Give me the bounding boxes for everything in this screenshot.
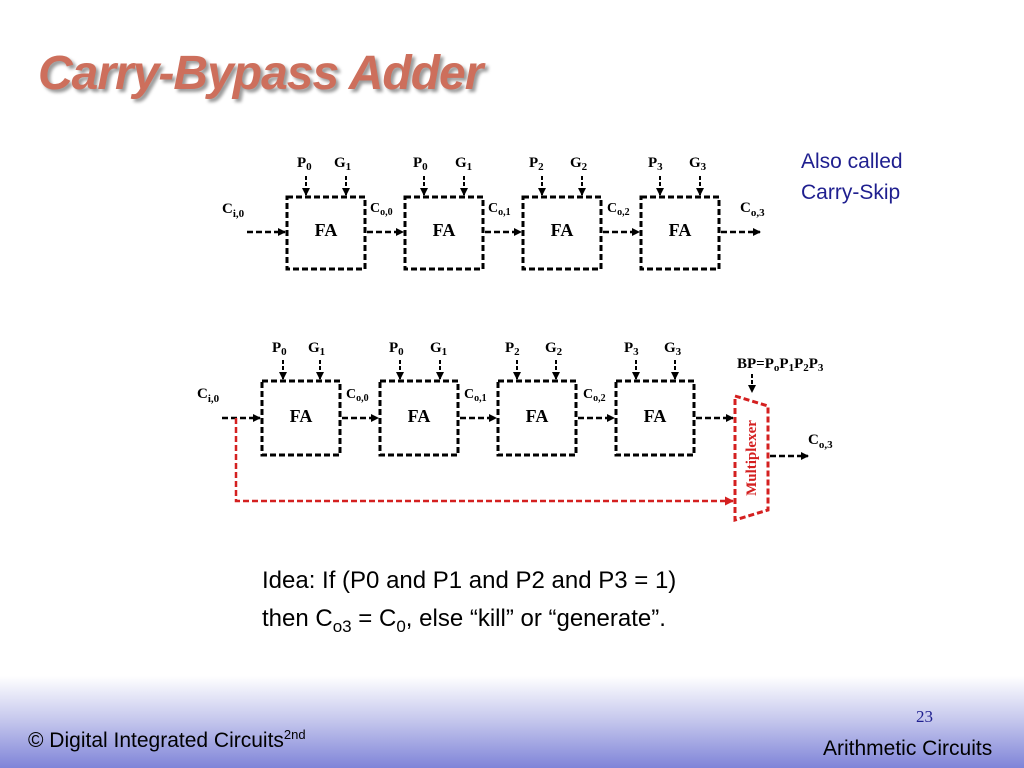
bypass-condition-label: BP=PoP1P2P3 [737, 356, 824, 374]
bottom-carry-label-1: Co,1 [464, 387, 487, 404]
idea-line-2: then Co3 = C0, else “kill” or “generate”… [262, 605, 666, 636]
top-g-label-3: G3 [689, 155, 707, 173]
top-p-label-3: P3 [648, 155, 663, 173]
top-carry-label-0: Co,0 [370, 201, 393, 218]
footer-copyright: © Digital Integrated Circuits2nd [28, 727, 306, 752]
idea-text: Idea: If (P0 and P1 and P2 and P3 = 1) t… [262, 562, 676, 646]
bottom-fa-block-1: FA [378, 379, 460, 457]
multiplexer-label: Multiplexer [744, 420, 760, 496]
top-g-label-1: G1 [455, 155, 472, 173]
bottom-p-label-2: P2 [505, 340, 520, 358]
bottom-g-label-1: G1 [430, 340, 447, 358]
bottom-g-label-2: G2 [545, 340, 563, 358]
top-carry-out-label: Co,3 [740, 200, 765, 219]
top-g-label-2: G2 [570, 155, 588, 173]
fa-label: FA [551, 220, 574, 240]
bottom-carry-arrows [222, 414, 809, 460]
bottom-p-label-1: P0 [389, 340, 404, 358]
bottom-carry-labels: Ci,0 Co,0 Co,1 Co,2 Co,3 [197, 386, 833, 451]
top-fa-block-2: FA [521, 195, 603, 271]
idea-line-1: Idea: If (P0 and P1 and P2 and P3 = 1) [262, 567, 677, 594]
carry-bypass-diagram: FA FA FA FA P0 G1 P0 [197, 155, 833, 523]
bypass-path [234, 418, 734, 506]
fa-label: FA [315, 220, 338, 240]
top-adder-chain: FA FA FA FA P0 G1 P0 [222, 155, 765, 271]
bottom-adder-chain: FA FA FA FA P0 G1 P0 G1 [197, 340, 833, 523]
fa-label: FA [290, 406, 313, 426]
fa-label: FA [669, 220, 692, 240]
bottom-fa-block-2: FA [496, 379, 578, 457]
top-input-arrows [302, 176, 704, 196]
bottom-carry-label-0: Co,0 [346, 387, 369, 404]
side-note-line-1: Also called [801, 150, 903, 173]
multiplexer: Multiplexer [733, 393, 770, 523]
top-carry-labels: Ci,0 Co,0 Co,1 Co,2 Co,3 [222, 200, 765, 220]
side-note-line-2: Carry-Skip [801, 181, 901, 204]
top-input-labels: P0 G1 P0 G1 P2 G2 P3 G3 [297, 155, 707, 173]
fa-label: FA [644, 406, 667, 426]
top-p-label-1: P0 [413, 155, 428, 173]
bottom-carry-in-label: Ci,0 [197, 386, 220, 405]
bottom-input-arrows [279, 360, 679, 380]
page-number: 23 [916, 707, 933, 726]
bottom-fa-block-0: FA [260, 379, 342, 457]
bottom-carry-label-2: Co,2 [583, 387, 606, 404]
bottom-g-label-0: G1 [308, 340, 325, 358]
bottom-input-labels: P0 G1 P0 G1 P2 G2 P3 G3 [272, 340, 682, 358]
top-fa-block-3: FA [639, 195, 721, 271]
top-p-label-2: P2 [529, 155, 544, 173]
bottom-fa-block-3: FA [614, 379, 696, 457]
bottom-p-label-0: P0 [272, 340, 287, 358]
fa-label: FA [408, 406, 431, 426]
footer-band [0, 676, 1024, 768]
footer-section-title: Arithmetic Circuits [823, 737, 993, 760]
top-fa-block-1: FA [403, 195, 485, 271]
top-carry-label-2: Co,2 [607, 201, 630, 218]
fa-label: FA [526, 406, 549, 426]
side-note: Also called Carry-Skip [801, 146, 903, 208]
top-g-label-0: G1 [334, 155, 351, 173]
top-carry-in-label: Ci,0 [222, 201, 245, 220]
top-fa-block-0: FA [285, 195, 367, 271]
top-carry-label-1: Co,1 [488, 201, 511, 218]
bottom-carry-out-label: Co,3 [808, 432, 833, 451]
bottom-p-label-3: P3 [624, 340, 639, 358]
bottom-g-label-3: G3 [664, 340, 682, 358]
fa-label: FA [433, 220, 456, 240]
slide-title: Carry-Bypass Adder [38, 47, 483, 100]
top-p-label-0: P0 [297, 155, 312, 173]
